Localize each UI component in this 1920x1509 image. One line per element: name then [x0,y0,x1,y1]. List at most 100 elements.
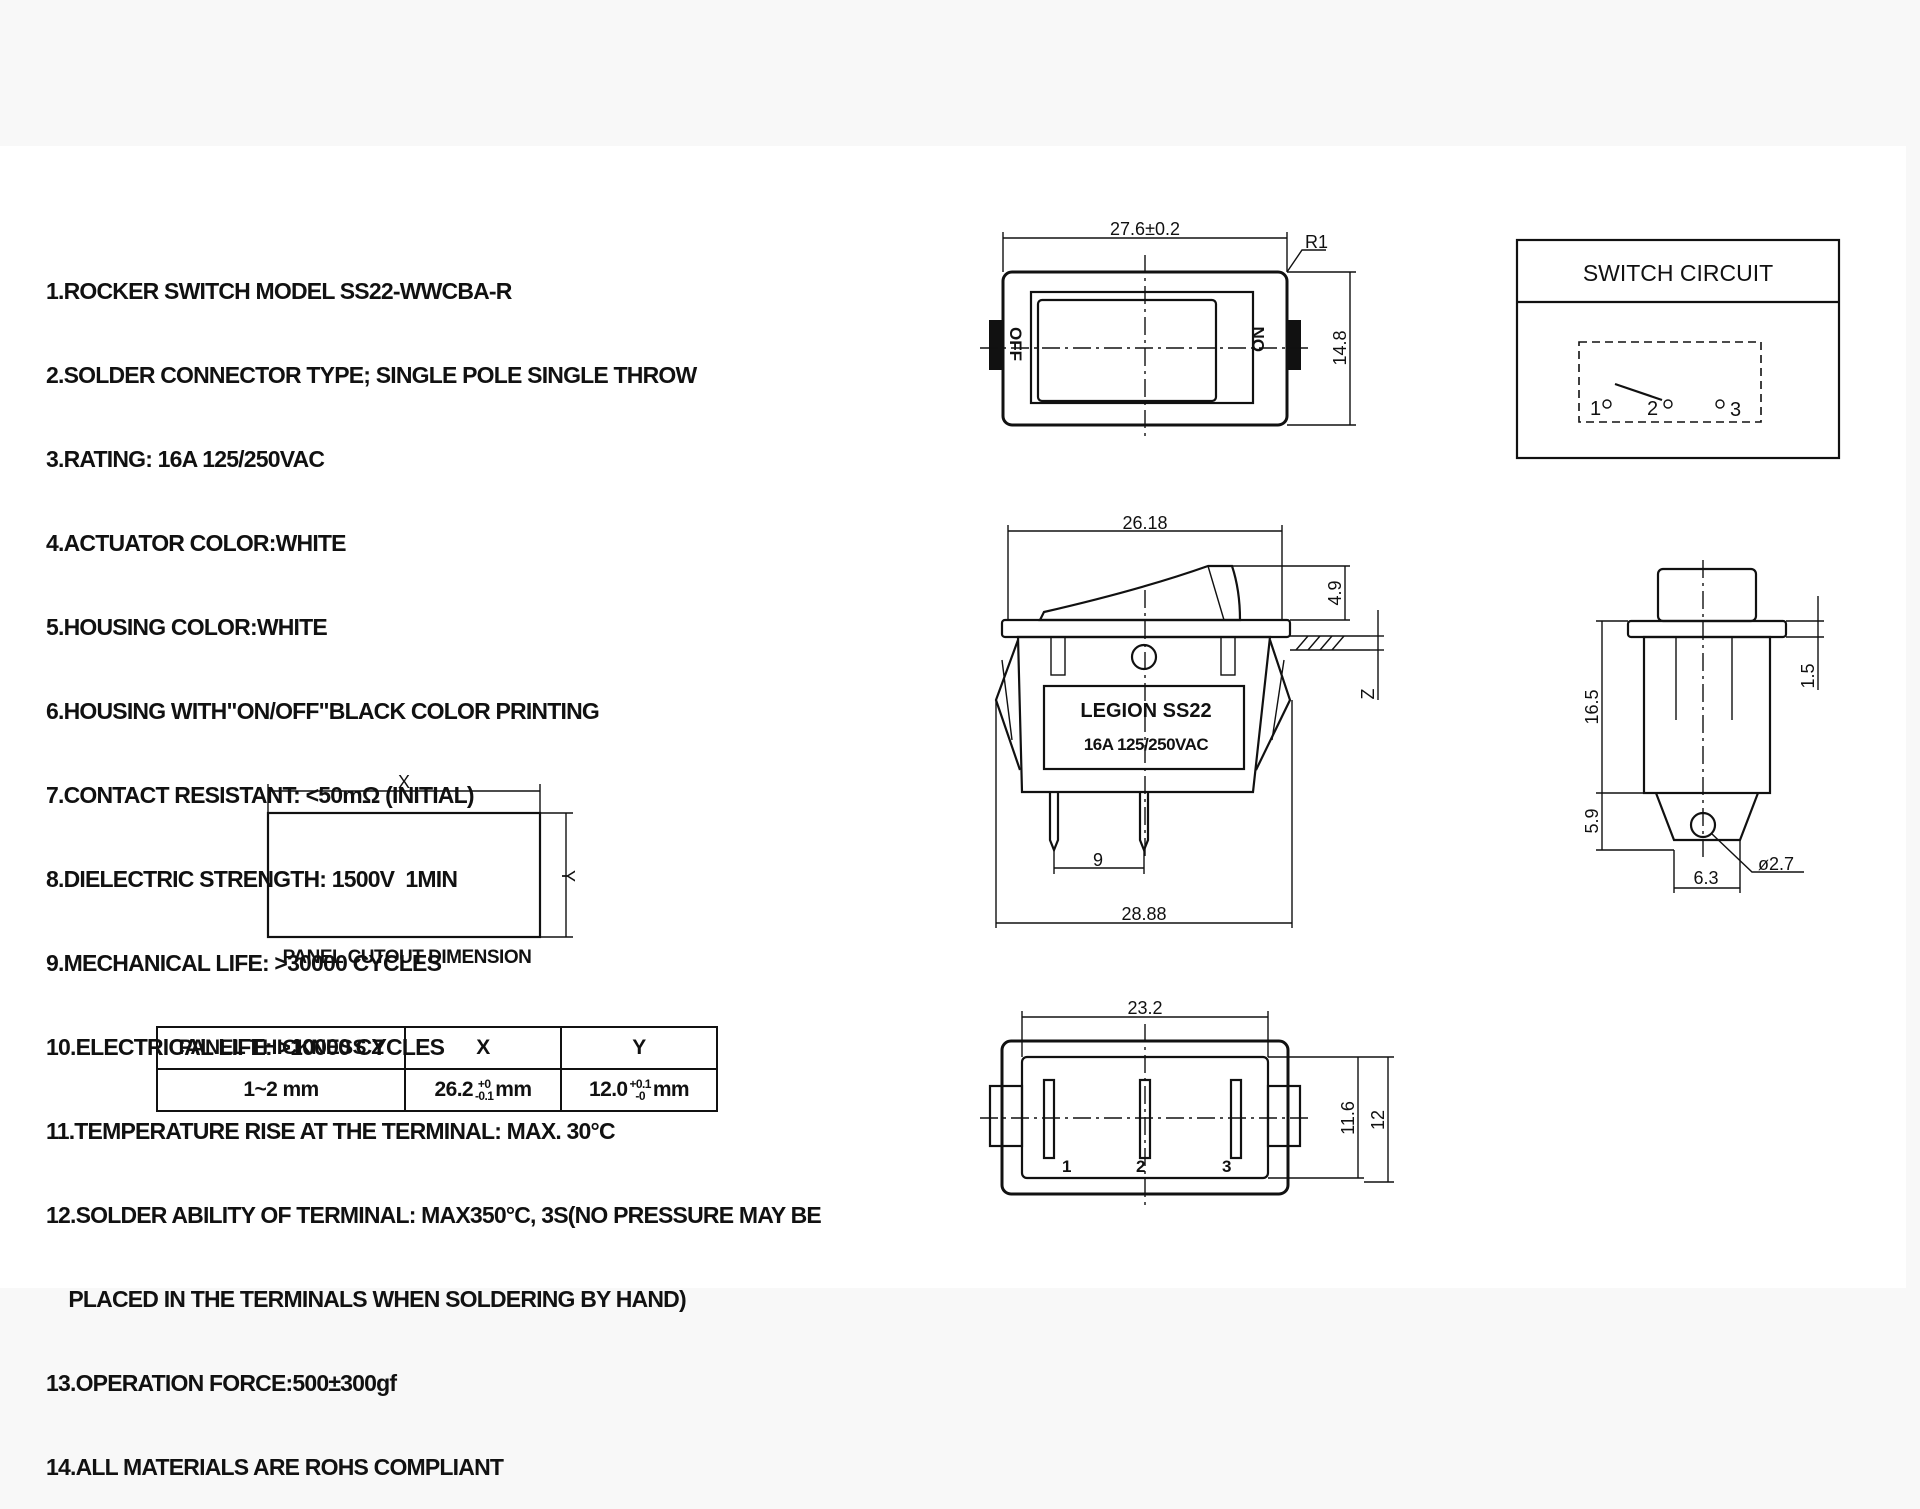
note-line: 3.RATING: 16A 125/250VAC [46,446,325,472]
x-lower: -0.1 [475,1089,494,1104]
radius-label: R1 [1305,232,1328,252]
top-actuator [1036,298,1218,403]
terminal-3-dot [1715,399,1725,409]
note-line: 1.ROCKER SWITCH MODEL SS22-WWCBA-R [46,278,512,304]
y-upper: +0.1 [629,1077,652,1092]
switch-circuit-title: SWITCH CIRCUIT [1583,260,1773,286]
terminal-pitch-label: 9 [1093,850,1103,870]
left-clip [989,320,1003,370]
pin-1-outline [1042,1078,1056,1160]
flange-label: 1.5 [1798,663,1818,688]
y-dimension-label: Y [558,870,578,882]
hole-leader [1711,833,1804,873]
note-line: 7.CONTACT RESISTANT: <50mΩ (INITIAL) [46,782,475,808]
hatch-line [1295,635,1309,651]
brand-marking: LEGION SS22 [1080,700,1211,722]
front-flange [1000,618,1292,639]
body-height-label: 16.5 [1582,689,1602,724]
y-unit: mm [652,1077,690,1101]
table-header-row: PANEL THICKNESS Z X Y [156,1026,718,1070]
panel-z-label: Z [1358,689,1378,700]
front-view: LEGION SS22 16A 125/250VAC 26.18 4.9 Z [994,513,1384,928]
note-line: 4.ACTUATOR COLOR:WHITE [46,530,347,556]
note-line: 2.SOLDER CONNECTOR TYPE; SINGLE POLE SIN… [46,362,697,388]
rocker-edge [1207,565,1225,621]
y-tolerance: +0.1-0 [629,1077,652,1104]
circuit-frame [1515,238,1841,460]
x-unit: mm [495,1077,532,1101]
on-label: ON [1249,327,1268,353]
note-line: PLACED IN THE TERMINALS WHEN SOLDERING B… [46,1286,686,1312]
note-line: 5.HOUSING COLOR:WHITE [46,614,328,640]
note-line: 8.DIELECTRIC STRENGTH: 1500V 1MIN [46,866,458,892]
terminal-left [1048,792,1060,853]
side-terminal [1654,792,1760,842]
off-label: OFF [1006,327,1025,361]
circuit-dashed-enclosure [1578,341,1762,423]
panel-cutout-caption: PANEL CUTOUT DIMENSION [283,947,532,968]
top-view: OFF ON 27.6±0.2 R1 14.8 [980,219,1356,440]
bottom-right-clip [1266,1084,1302,1148]
terminal-center [1138,792,1150,853]
x-header: X [404,1026,562,1070]
bottom-view: 1 2 3 23.2 11.6 12 [980,998,1394,1205]
switch-circuit-box: SWITCH CIRCUIT 1 2 3 [1515,238,1841,460]
y-base: 12.0 [589,1077,628,1101]
hatch-line [1331,635,1345,651]
hatch-line [1307,635,1321,651]
x-dimension-label: X [398,772,410,792]
technical-drawing: X Y PANEL CUTOUT DIMENSION OFF ON 27.6±0… [266,219,1841,1205]
bottom-width-label: 23.2 [1127,998,1162,1018]
pin-3-label: 3 [1222,1157,1231,1176]
panel-hatch [1290,635,1370,651]
y-lower: -0 [635,1089,645,1104]
note-line: 6.HOUSING WITH"ON/OFF"BLACK COLOR PRINTI… [46,698,600,724]
side-rocker [1656,567,1758,623]
pin-3-outline [1229,1078,1243,1160]
terminal-1-label: 1 [1590,398,1601,420]
rating-marking: 16A 125/250VAC [1084,735,1209,754]
note-line: 11.TEMPERATURE RISE AT THE TERMINAL: MAX… [46,1118,616,1144]
note-line: 12.SOLDER ABILITY OF TERMINAL: MAX350°C,… [46,1202,822,1228]
pin-2-label: 2 [1136,1157,1145,1176]
radius-leader [1286,249,1326,273]
note-line: 14.ALL MATERIALS ARE ROHS COMPLIANT [46,1454,504,1480]
note-line: 13.OPERATION FORCE:500±300gf [46,1370,397,1396]
thickness-header: PANEL THICKNESS Z [156,1026,406,1070]
hatch-line [1319,635,1333,651]
center-rivet [1130,643,1158,671]
switch-contact-blade [1614,382,1663,402]
side-flange [1626,619,1788,639]
x-tolerance: +0-0.1 [475,1077,494,1104]
thickness-value: 1~2 mm [156,1068,406,1112]
terminal-width-label: 6.3 [1693,868,1718,888]
bottom-left-clip [988,1084,1024,1148]
y-header: Y [560,1026,718,1070]
left-clip-hatch [1001,659,1013,741]
top-height-label: 14.8 [1330,330,1350,365]
inner-height-label: 11.6 [1338,1101,1358,1135]
outer-height-label: 12 [1368,1110,1388,1130]
top-width-label: 27.6±0.2 [1110,219,1180,239]
marking-label-box [1042,684,1246,771]
terminal-2-dot [1663,399,1673,409]
side-body [1642,635,1772,795]
side-view: 1.5 16.5 5.9 6.3 ø2.7 [1582,560,1824,893]
cutout-rectangle [266,811,542,939]
terminal-2-label: 2 [1647,398,1658,420]
rocker-actuator [1038,564,1242,622]
front-body [1016,635,1272,794]
hole-diameter-label: ø2.7 [1758,854,1794,874]
front-bottom-width-label: 28.88 [1121,904,1166,924]
x-base: 26.2 [434,1077,474,1101]
terminal-height-label: 5.9 [1582,808,1602,833]
right-clip-hatch [1271,659,1285,741]
note-line: 9.MECHANICAL LIFE: >30000 CYCLES [46,950,442,976]
pin-1-label: 1 [1062,1157,1071,1176]
front-top-width-label: 26.18 [1122,513,1167,533]
x-upper: +0 [477,1077,491,1092]
